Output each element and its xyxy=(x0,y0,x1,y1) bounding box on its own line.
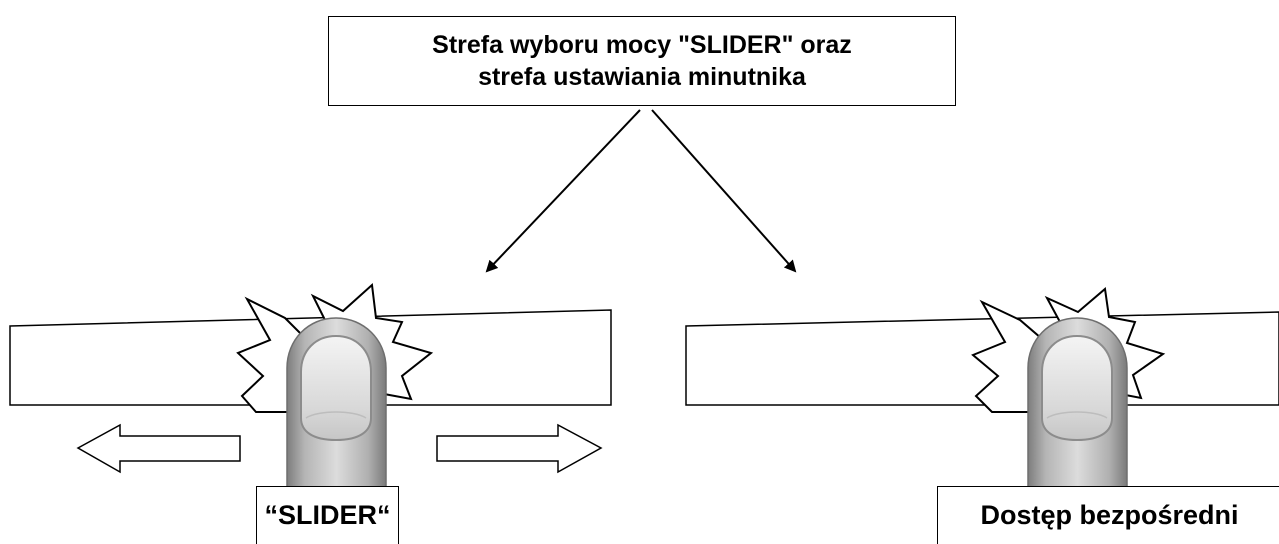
pointer-line-right xyxy=(651,109,797,273)
pointer-line-left xyxy=(485,109,641,273)
arrow-right-icon xyxy=(436,423,603,474)
arrow-left-icon xyxy=(76,423,241,474)
slider-label: “SLIDER“ xyxy=(256,486,399,544)
callout-line-2: strefa ustawiania minutnika xyxy=(478,63,806,91)
slider-label-text: “SLIDER“ xyxy=(264,500,391,530)
slider-panel xyxy=(9,282,612,541)
finger-icon xyxy=(286,317,387,541)
callout-line-1: Strefa wyboru mocy "SLIDER" oraz xyxy=(432,31,852,59)
direct-access-panel xyxy=(685,287,1279,541)
finger-icon xyxy=(1027,317,1128,541)
zone-callout-box: Strefa wyboru mocy "SLIDER" oraz strefa … xyxy=(328,16,956,106)
direct-access-label-text: Dostęp bezpośredni xyxy=(980,500,1239,530)
direct-access-label: Dostęp bezpośredni xyxy=(937,486,1279,544)
